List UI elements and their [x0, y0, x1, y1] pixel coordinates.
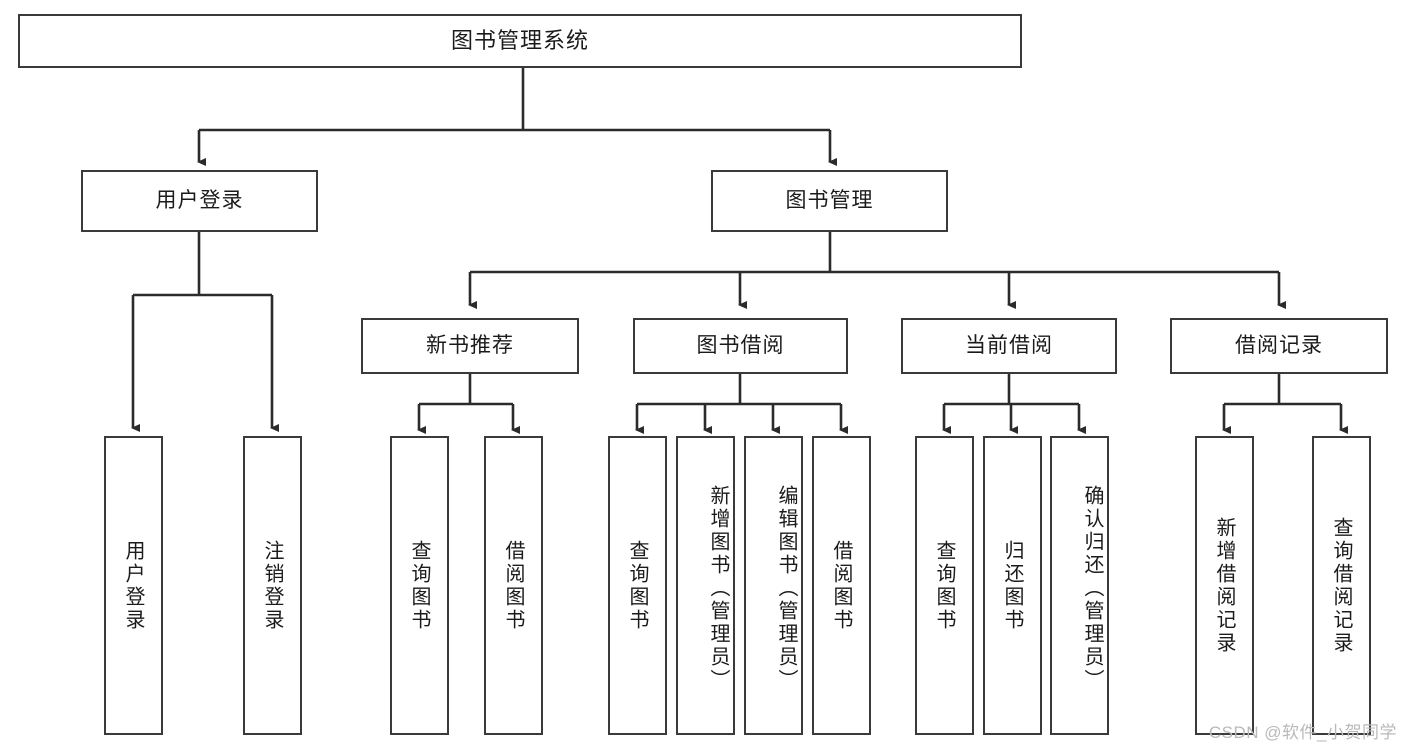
- leaf-new-book-borrow[interactable]: 借阅图书: [484, 436, 543, 735]
- node-label: 新增图书（管理员）: [707, 485, 729, 692]
- node-label: 查询图书: [408, 539, 430, 632]
- node-book-borrow[interactable]: 图书借阅: [633, 318, 848, 374]
- node-book-management[interactable]: 图书管理: [711, 170, 948, 232]
- node-label: 借阅图书: [830, 539, 852, 632]
- leaf-book-borrow-edit-admin[interactable]: 编辑图书（管理员）: [744, 436, 803, 735]
- node-label: 借阅记录: [1235, 334, 1323, 358]
- leaf-borrow-record-query[interactable]: 查询借阅记录: [1312, 436, 1371, 735]
- leaf-book-borrow-borrow[interactable]: 借阅图书: [812, 436, 871, 735]
- leaf-borrow-record-add[interactable]: 新增借阅记录: [1195, 436, 1254, 735]
- node-new-book-recommend[interactable]: 新书推荐: [361, 318, 579, 374]
- node-label: 图书管理系统: [450, 27, 589, 53]
- node-borrow-record[interactable]: 借阅记录: [1170, 318, 1388, 374]
- node-label: 查询图书: [626, 539, 648, 632]
- node-label: 确认归还（管理员）: [1081, 485, 1103, 692]
- leaf-user-login-login[interactable]: 用户登录: [104, 436, 163, 735]
- leaf-new-book-query[interactable]: 查询图书: [390, 436, 449, 735]
- node-label: 归还图书: [1001, 539, 1023, 632]
- leaf-current-borrow-query[interactable]: 查询图书: [915, 436, 974, 735]
- leaf-book-borrow-query[interactable]: 查询图书: [608, 436, 667, 735]
- node-label: 借阅图书: [502, 539, 524, 632]
- watermark: CSDN @软件_小贺同学: [1208, 723, 1397, 742]
- node-label: 新增借阅记录: [1213, 516, 1235, 655]
- node-label: 编辑图书（管理员）: [775, 485, 797, 692]
- node-label: 查询图书: [933, 539, 955, 632]
- node-label: 用户登录: [122, 539, 144, 632]
- node-label: 用户登录: [155, 189, 244, 213]
- node-label: 查询借阅记录: [1330, 516, 1352, 655]
- node-label: 图书管理: [785, 189, 874, 213]
- node-user-login[interactable]: 用户登录: [81, 170, 318, 232]
- node-label: 注销登录: [261, 539, 283, 632]
- node-label: 图书借阅: [696, 334, 785, 358]
- node-book-management-system[interactable]: 图书管理系统: [18, 14, 1022, 68]
- leaf-book-borrow-add-admin[interactable]: 新增图书（管理员）: [676, 436, 735, 735]
- node-label: 新书推荐: [426, 334, 514, 358]
- node-current-borrow[interactable]: 当前借阅: [901, 318, 1117, 374]
- node-label: 当前借阅: [965, 334, 1053, 358]
- leaf-current-borrow-return[interactable]: 归还图书: [983, 436, 1042, 735]
- leaf-user-login-logout[interactable]: 注销登录: [243, 436, 302, 735]
- leaf-current-borrow-confirm-return-admin[interactable]: 确认归还（管理员）: [1050, 436, 1109, 735]
